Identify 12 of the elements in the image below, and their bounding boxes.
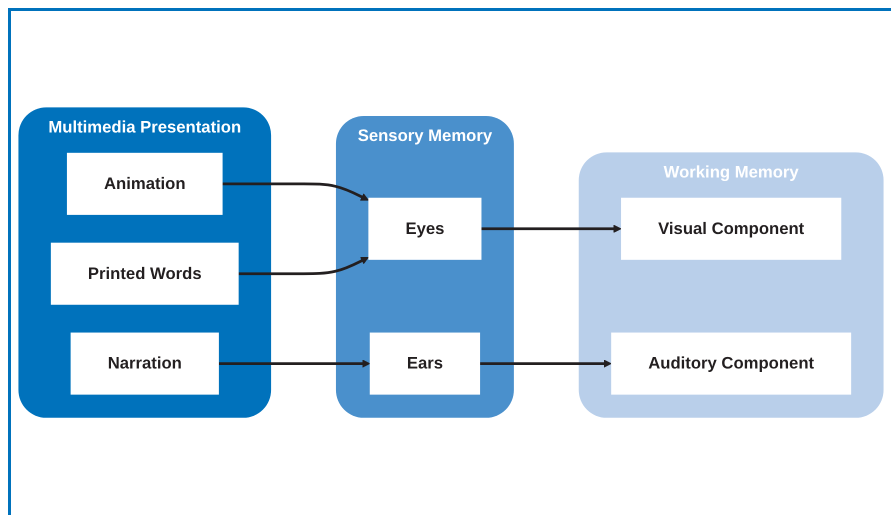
- node-box: Auditory Component: [611, 332, 852, 396]
- arrow: [480, 360, 612, 368]
- node-box: Printed Words: [50, 243, 239, 306]
- arrow: [481, 225, 622, 234]
- node-box: Visual Component: [621, 198, 842, 260]
- node-box: Animation: [66, 153, 223, 216]
- arrow: [222, 182, 369, 201]
- arrow: [218, 360, 370, 368]
- node-box: Ears: [370, 332, 480, 396]
- node-box: Narration: [70, 332, 219, 396]
- arrow: [238, 257, 369, 276]
- node-box: Eyes: [368, 198, 482, 260]
